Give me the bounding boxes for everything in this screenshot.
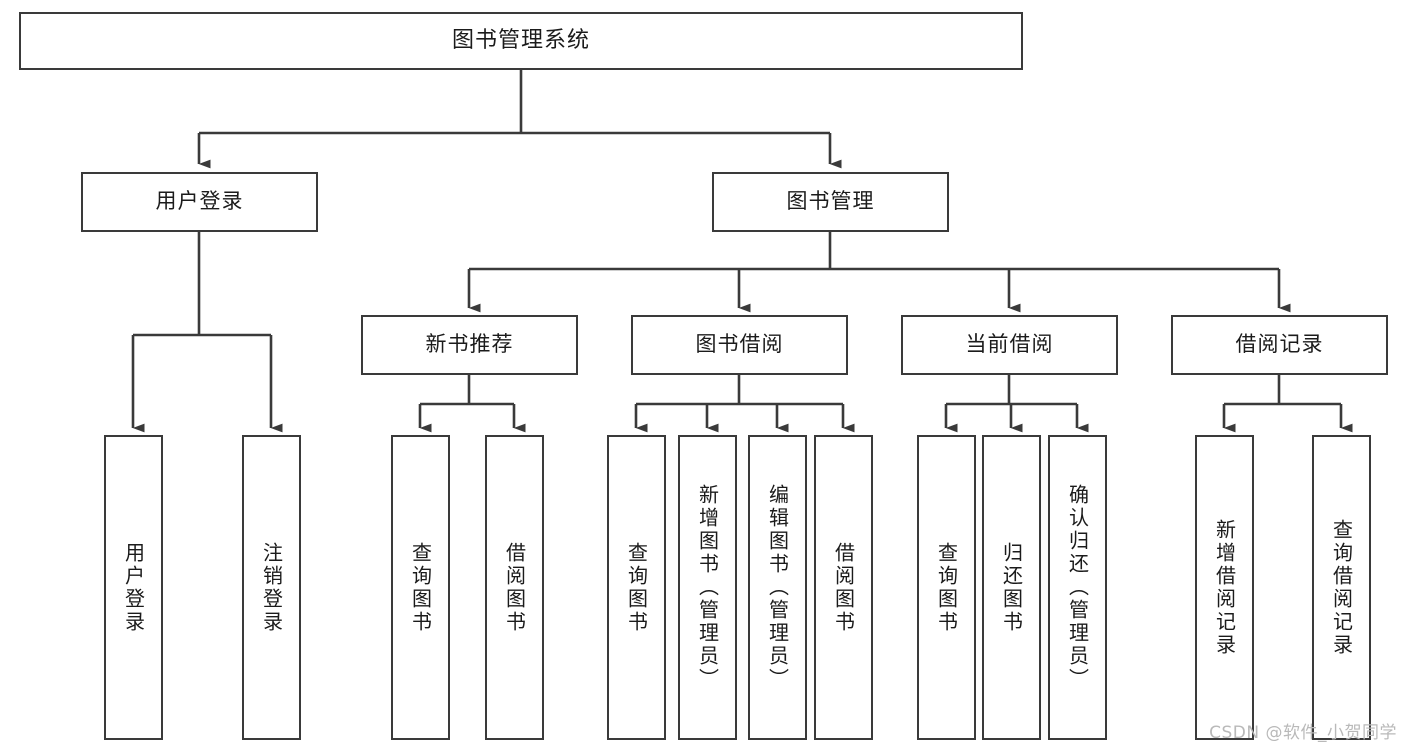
node-root-book-management-system[interactable]: 图书管理系统 (19, 12, 1023, 70)
node-label: 图书管理系统 (451, 27, 590, 53)
node-label: 新书推荐 (425, 332, 514, 357)
node-label: 图书借阅 (695, 332, 784, 357)
node-label: 用户登录 (155, 189, 244, 214)
node-borrow-record[interactable]: 借阅记录 (1171, 315, 1388, 375)
leaf-borrow-borrow-book[interactable]: 借阅图书 (814, 435, 873, 740)
node-label: 新增图书（管理员） (695, 484, 720, 691)
node-label: 图书管理 (786, 189, 875, 214)
node-new-book-recommend[interactable]: 新书推荐 (361, 315, 578, 375)
node-label: 新增借阅记录 (1212, 518, 1237, 657)
leaf-current-query-book[interactable]: 查询图书 (917, 435, 976, 740)
leaf-record-query-record[interactable]: 查询借阅记录 (1312, 435, 1371, 740)
node-label: 查询图书 (408, 541, 433, 634)
node-label: 编辑图书（管理员） (765, 484, 790, 691)
leaf-user-login-login[interactable]: 用户登录 (104, 435, 163, 740)
node-label: 当前借阅 (965, 332, 1054, 357)
node-label: 归还图书 (999, 541, 1024, 634)
leaf-borrow-query-book[interactable]: 查询图书 (607, 435, 666, 740)
leaf-borrow-add-book-admin[interactable]: 新增图书（管理员） (678, 435, 737, 740)
leaf-new-book-borrow[interactable]: 借阅图书 (485, 435, 544, 740)
node-book-borrow[interactable]: 图书借阅 (631, 315, 848, 375)
node-label: 注销登录 (259, 541, 284, 634)
leaf-user-login-logout[interactable]: 注销登录 (242, 435, 301, 740)
csdn-watermark: CSDN @软件_小贺同学 (1209, 723, 1397, 743)
node-label: 借阅图书 (502, 541, 527, 634)
node-label: 借阅图书 (831, 541, 856, 634)
leaf-new-book-query[interactable]: 查询图书 (391, 435, 450, 740)
node-label: 查询图书 (934, 541, 959, 634)
leaf-record-add-record[interactable]: 新增借阅记录 (1195, 435, 1254, 740)
leaf-borrow-edit-book-admin[interactable]: 编辑图书（管理员） (748, 435, 807, 740)
node-label: 查询借阅记录 (1329, 518, 1354, 657)
node-label: 借阅记录 (1235, 332, 1324, 357)
node-label: 确认归还（管理员） (1065, 484, 1090, 691)
node-current-borrow[interactable]: 当前借阅 (901, 315, 1118, 375)
node-label: 查询图书 (624, 541, 649, 634)
leaf-current-return-book[interactable]: 归还图书 (982, 435, 1041, 740)
leaf-current-confirm-return-admin[interactable]: 确认归还（管理员） (1048, 435, 1107, 740)
node-book-management[interactable]: 图书管理 (712, 172, 949, 232)
node-label: 用户登录 (121, 541, 146, 634)
node-user-login[interactable]: 用户登录 (81, 172, 318, 232)
